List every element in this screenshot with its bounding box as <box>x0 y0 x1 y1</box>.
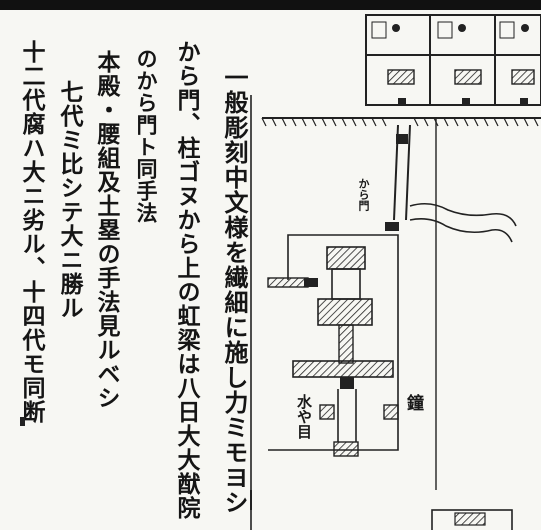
bottom-structure <box>431 509 513 530</box>
text-column-6: 十二代腐ハ大ニ劣ル、十四代モ同断 <box>18 40 45 424</box>
text-column-1: 一般彫刻中文様を繊細に施し力ミモヨシ <box>220 65 249 515</box>
winding-path <box>409 202 517 243</box>
water-basin-label: 水や目 <box>295 394 313 439</box>
upper-building <box>365 14 541 106</box>
margin-mark <box>20 417 25 426</box>
text-column-3: のから門ト同手法 <box>134 48 159 224</box>
layout-sketch <box>250 14 541 530</box>
manuscript-page: 一般彫刻中文様を繊細に施し力ミモヨシ から門、柱ゴヌから上の虹梁は八日大大猷院 … <box>0 10 541 530</box>
bell-label: 鐘 <box>403 394 423 411</box>
water-basin-marker <box>319 404 335 420</box>
text-column-5: 七代ミ比シテ大ニ勝ル <box>56 80 83 320</box>
text-column-2: から門、柱ゴヌから上の虹梁は八日大大猷院 <box>173 40 200 520</box>
wall-strip <box>261 117 541 127</box>
main-hall <box>267 246 394 457</box>
text-column-4: 本殿・腰組及土塁の手法見ルベシ <box>93 50 120 410</box>
top-border <box>0 0 541 10</box>
gate-marker <box>385 222 399 231</box>
gate-label: から門 <box>357 178 370 211</box>
bell-marker <box>383 404 399 420</box>
